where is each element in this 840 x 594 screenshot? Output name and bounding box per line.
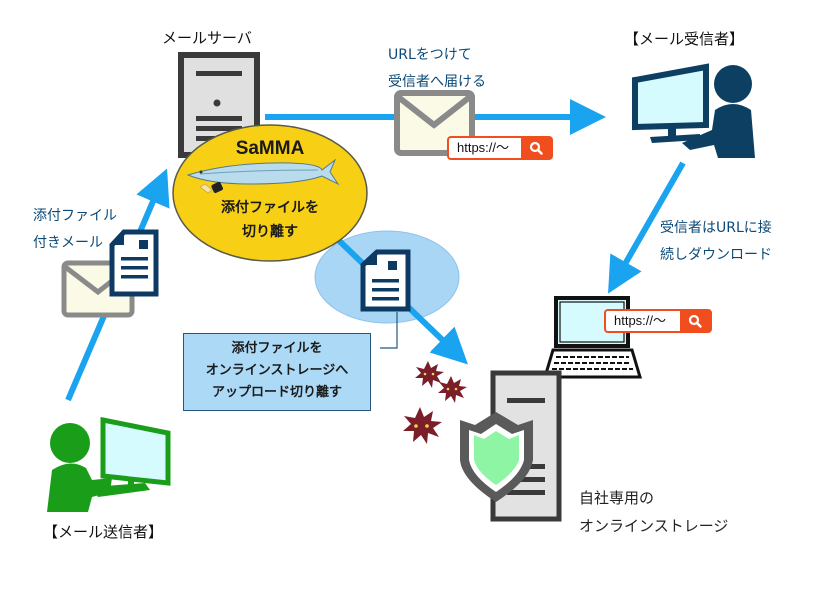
virus-icon — [415, 361, 444, 388]
virus-icon — [438, 376, 467, 403]
url-text: https://〜 — [614, 313, 667, 328]
download-line2: 続しダウンロード — [660, 247, 772, 263]
download-line1: 受信者はURLに接 — [660, 220, 772, 236]
download-label: 受信者はURLに接 続しダウンロード — [660, 215, 772, 269]
attached-mail-label: 添付ファイル 付きメール — [33, 203, 117, 257]
storage-line2: オンラインストレージ — [579, 517, 729, 535]
recipient-person-icon — [632, 63, 755, 158]
sender-person-icon — [47, 416, 171, 512]
upload-callout: 添付ファイルを オンラインストレージへ アップロード切り離す — [183, 333, 371, 411]
attachment-document-icon — [360, 249, 411, 312]
recipient-label: 【メール受信者】 — [624, 30, 745, 48]
send-with-url-label: URLをつけて 受信者へ届ける — [388, 42, 486, 96]
saury-fish-icon — [186, 158, 340, 194]
shield-icon — [460, 412, 533, 502]
sender-label: 【メール送信者】 — [43, 523, 164, 541]
samma-desc-line2: 切り離す — [242, 224, 298, 240]
callout-line3: アップロード切り離す — [211, 385, 342, 400]
laptop-icon — [542, 296, 643, 379]
virus-icon — [403, 407, 442, 444]
url-bar-mail: https://〜 — [447, 136, 553, 160]
samma-description: 添付ファイルを 切り離す — [200, 196, 340, 244]
mail-server-label: メールサーバ — [162, 29, 252, 47]
search-icon — [529, 141, 543, 155]
search-button — [680, 311, 710, 331]
search-icon — [688, 314, 702, 328]
callout-line2: オンラインストレージへ — [205, 363, 349, 378]
storage-label: 自社専用の オンラインストレージ — [579, 484, 728, 540]
storage-line1: 自社専用の — [579, 489, 655, 507]
arrow-recipient-to-laptop — [608, 161, 686, 294]
url-text: https://〜 — [457, 140, 510, 155]
samma-bubble — [172, 124, 368, 262]
url-bar-laptop: https://〜 — [604, 309, 712, 333]
callout-connector — [380, 312, 398, 349]
send-with-url-line2: 受信者へ届ける — [388, 74, 486, 90]
callout-line1: 添付ファイルを — [231, 341, 323, 356]
attached-mail-line2: 付きメール — [33, 235, 103, 251]
samma-desc-line1: 添付ファイルを — [221, 200, 319, 216]
document-icon — [109, 229, 159, 297]
send-with-url-line1: URLをつけて — [388, 47, 472, 63]
samma-title: SaMMA — [235, 138, 305, 159]
search-button — [521, 138, 551, 158]
attached-mail-line1: 添付ファイル — [33, 208, 117, 224]
